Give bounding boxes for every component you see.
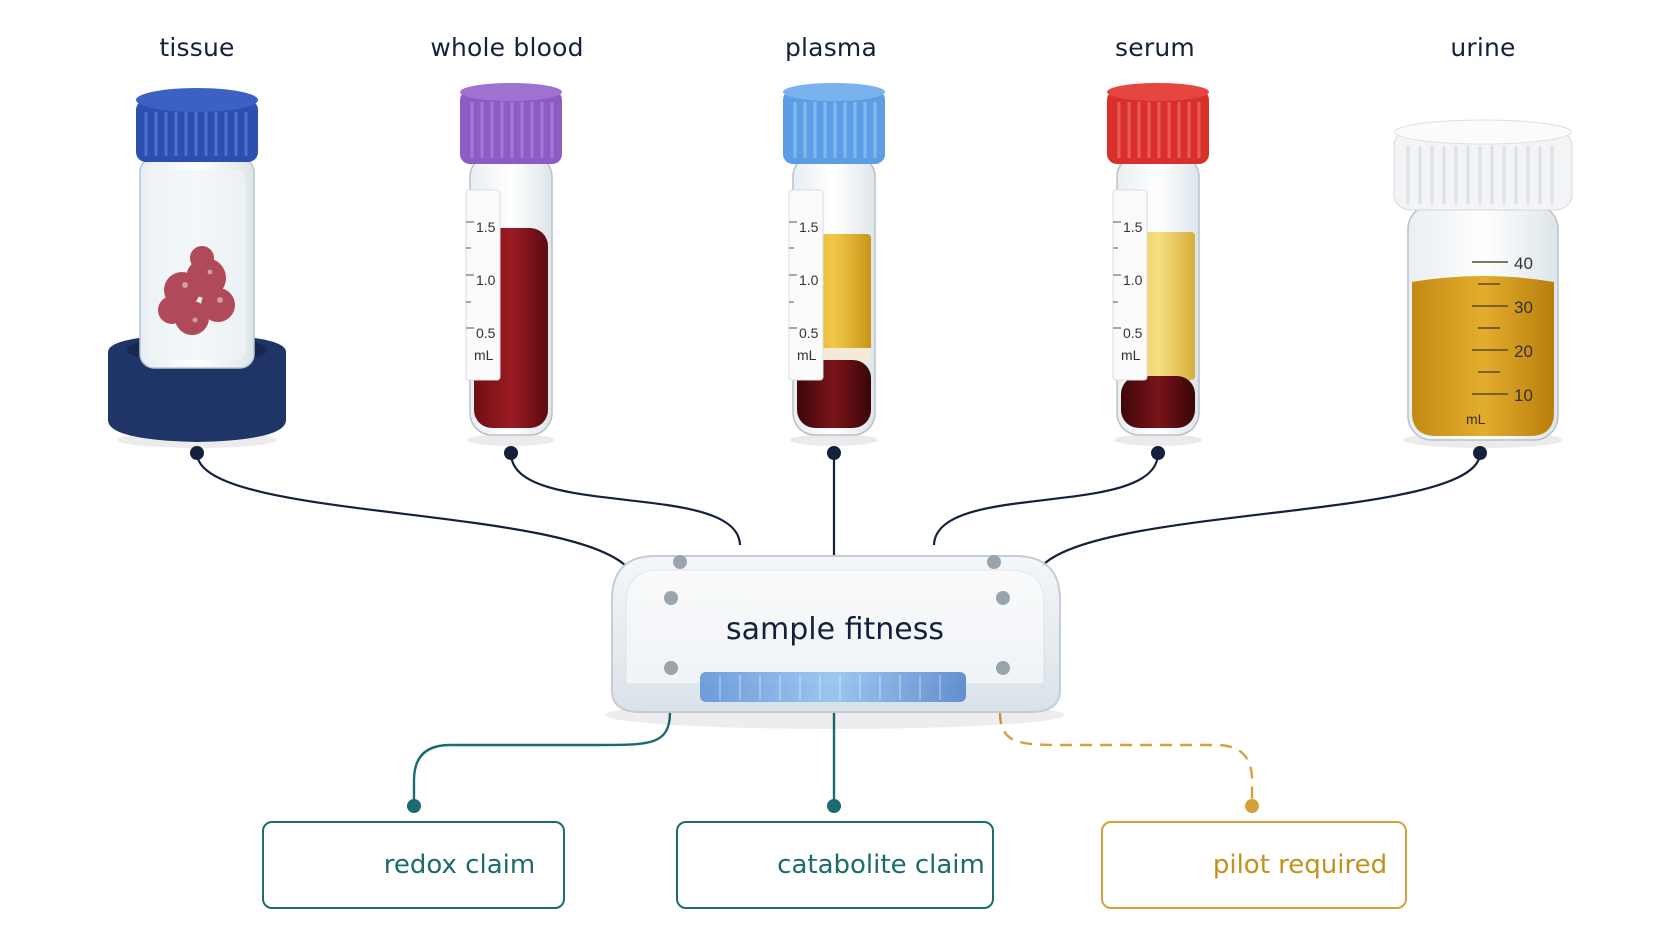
dot-redox: [407, 799, 421, 813]
tissue-vial: [108, 88, 286, 448]
scale-se-ml: mL: [1121, 347, 1141, 363]
outcome-redox-claim: redox claim: [262, 821, 565, 909]
input-connector-dots: [190, 446, 1487, 460]
dot-catabolite: [827, 799, 841, 813]
sample-fitness-hub: [605, 555, 1065, 729]
tray-screws: [664, 555, 1010, 675]
outcome-label-redox: redox claim: [383, 850, 536, 880]
connector-urine: [1041, 452, 1482, 567]
outcome-catabolite-claim: catabolite claim: [676, 821, 994, 909]
hub-label: sample fitness: [726, 612, 944, 647]
scale-ur-30: 30: [1514, 298, 1533, 317]
connector-serum: [932, 452, 1160, 546]
scale-wb-1.0: 1.0: [476, 272, 496, 288]
scale-wb-ml: mL: [474, 347, 494, 363]
connector-redox: [412, 711, 672, 805]
scale-pl-1.5: 1.5: [799, 219, 819, 235]
serum-tube: 1.5 1.0 0.5 mL: [1107, 83, 1209, 446]
sample-label-tissue: tissue: [159, 33, 235, 62]
scale-ur-20: 20: [1514, 342, 1533, 361]
scale-pl-ml: mL: [797, 347, 817, 363]
sample-label-plasma: plasma: [784, 33, 878, 62]
output-connectors: [412, 711, 1254, 805]
tissue-sample-icon: [158, 246, 235, 335]
sample-label-whole-blood: whole blood: [430, 33, 584, 62]
outcome-pilot-required: pilot required: [1101, 821, 1407, 909]
connector-pilot: [998, 711, 1254, 805]
scale-pl-1.0: 1.0: [799, 272, 819, 288]
scale-ur-ml: mL: [1466, 411, 1486, 427]
scale-pl-0.5: 0.5: [799, 325, 819, 341]
scale-ur-10: 10: [1514, 386, 1533, 405]
scale-se-1.5: 1.5: [1123, 219, 1143, 235]
plasma-tube: 1.5 1.0 0.5 mL: [783, 83, 885, 446]
sample-label-serum: serum: [1115, 33, 1195, 62]
input-connectors: [195, 452, 1482, 567]
scale-ur-40: 40: [1514, 254, 1533, 273]
scale-se-0.5: 0.5: [1123, 325, 1143, 341]
scale-se-1.0: 1.0: [1123, 272, 1143, 288]
scale-wb-1.5: 1.5: [476, 219, 496, 235]
sample-label-urine: urine: [1450, 33, 1516, 62]
whole-blood-tube: 1.5 1.0 0.5 mL: [460, 83, 562, 446]
connector-tissue: [195, 452, 627, 567]
outcome-label-catabolite: catabolite claim: [777, 850, 985, 880]
scale-wb-0.5: 0.5: [476, 325, 496, 341]
connector-whole-blood: [509, 452, 742, 546]
dot-pilot: [1245, 799, 1259, 813]
outcome-label-pilot: pilot required: [1212, 850, 1388, 880]
urine-container: 40 30 20 10 mL: [1393, 119, 1573, 448]
